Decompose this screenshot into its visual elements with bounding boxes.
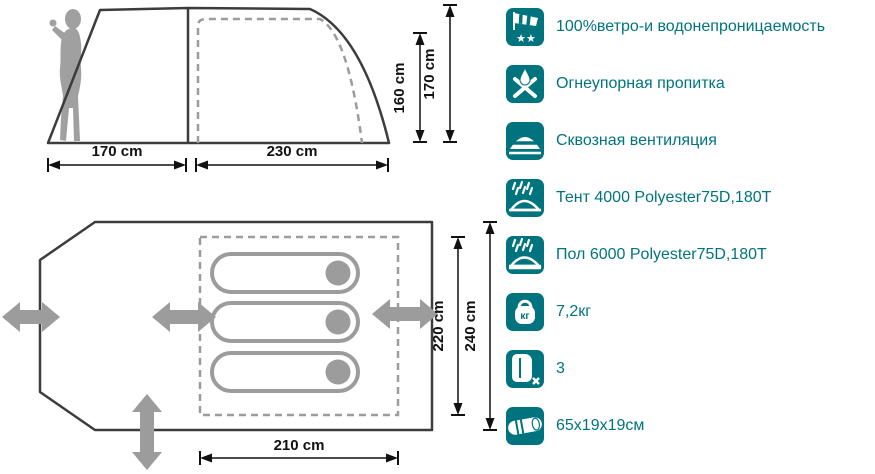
feature-label: Пол 6000 Polyester75D,180T (556, 245, 767, 263)
weight-icon: кг (506, 293, 544, 331)
ventilation-arrow-middle (152, 302, 216, 332)
dimension-arrow-width-bottom (199, 451, 399, 465)
svg-text:кг: кг (520, 311, 529, 322)
ventilation-arrow-left (2, 302, 60, 332)
dimension-arrow-width-left (47, 158, 187, 172)
tent-top-outline (38, 220, 434, 432)
dimension-arrow-depth-inner (451, 236, 465, 416)
feature-row-capacity: 3 (506, 350, 872, 388)
dimension-label-width-left: 170 cm (92, 143, 143, 160)
tent-outline (46, 6, 391, 145)
dimension-label-height-inner: 160 cm (391, 63, 408, 114)
ventilation-arrow-bottom (132, 394, 162, 470)
dimension-label-width-bottom: 210 cm (274, 437, 325, 454)
feature-row-weight: кг 7,2кг (506, 293, 872, 331)
feature-label: 65x19x19см (556, 416, 645, 434)
woman-silhouette-figure (49, 9, 82, 141)
svg-text:★★: ★★ (516, 33, 536, 45)
feature-list: ★★ 100%ветро-и водонепроницаемость Огнеу… (506, 8, 872, 464)
dimension-label-depth-inner: 220 cm (430, 301, 447, 352)
sleeping-bag (210, 301, 360, 343)
fireproof-icon (506, 65, 544, 103)
sleeping-bag (210, 252, 360, 294)
windsock-icon: ★★ (506, 8, 544, 46)
feature-row-packed-size: 65x19x19см (506, 407, 872, 445)
dimension-label-depth-outer: 240 cm (462, 301, 479, 352)
dimension-arrow-width-right (195, 158, 389, 172)
floor-icon (506, 236, 544, 274)
feature-label: 3 (556, 359, 565, 377)
sleeping-bag-pillow (325, 359, 351, 385)
dimension-arrow-depth-outer (483, 221, 497, 431)
tent-side-view-diagram: 170 cm 230 cm 160 cm 170 cm (46, 4, 457, 172)
feature-row-ventilation: Сквозная вентиляция (506, 122, 872, 160)
inner-tent-dashed-outline (196, 17, 364, 144)
ventilation-icon (506, 122, 544, 160)
sleeping-bag-icon (506, 350, 544, 388)
dimension-label-height-outer: 170 cm (421, 49, 438, 100)
feature-label: Тент 4000 Polyester75D,180T (556, 188, 772, 206)
sleeping-bag-pillow (325, 309, 351, 335)
feature-label: Сквозная вентиляция (556, 131, 717, 149)
feature-row-rainfly: Тент 4000 Polyester75D,180T (506, 179, 872, 217)
sleeping-bag (210, 351, 360, 393)
sleeping-bags (210, 252, 360, 393)
ventilation-arrow-right (372, 299, 438, 329)
feature-row-windproof: ★★ 100%ветро-и водонепроницаемость (506, 8, 872, 46)
rainfly-icon (506, 179, 544, 217)
sleeping-bag-pillow (325, 260, 351, 286)
feature-row-floor: Пол 6000 Polyester75D,180T (506, 236, 872, 274)
feature-label: 100%ветро-и водонепроницаемость (556, 17, 826, 35)
dimension-label-width-right: 230 cm (267, 143, 318, 160)
dimension-arrow-height-inner (413, 32, 427, 143)
feature-label: 7,2кг (556, 302, 592, 320)
ventilation-arrows (2, 299, 438, 470)
tent-top-view-diagram: 220 cm 240 cm 210 cm (2, 220, 497, 470)
dimension-arrow-height-outer (443, 4, 457, 143)
feature-label: Огнеупорная пропитка (556, 74, 725, 92)
packed-bag-icon (506, 407, 544, 445)
feature-row-fireproof: Огнеупорная пропитка (506, 65, 872, 103)
